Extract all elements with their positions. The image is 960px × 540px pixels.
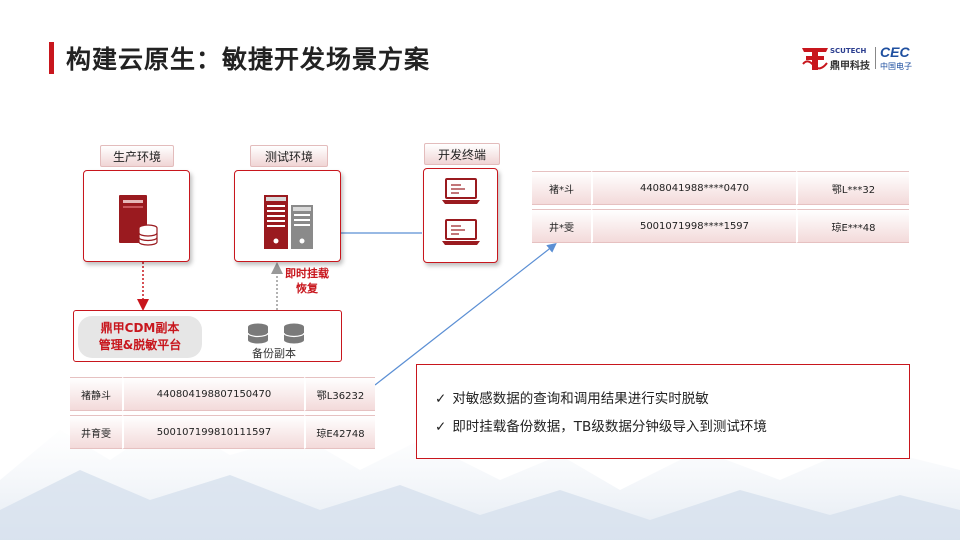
- cdm-label-line1: 鼎甲CDM副本: [100, 321, 180, 335]
- test-env-box: [234, 170, 341, 262]
- cdm-label-line2: 管理&脱敏平台: [98, 338, 182, 352]
- laptop-icon: [442, 219, 480, 245]
- table-cell: 井育雯: [70, 415, 122, 449]
- server-rack-icon: [264, 195, 313, 249]
- table-cell: 琼E***48: [796, 209, 909, 243]
- table-cell: 鄂L***32: [796, 171, 909, 205]
- test-env-label: 测试环境: [250, 145, 328, 167]
- brand-cn: 鼎甲科技: [830, 61, 870, 72]
- cdm-platform-label: 鼎甲CDM副本 管理&脱敏平台: [78, 316, 202, 358]
- raw-data-table: 褚静斗 440804198807150470 鄂L36232 井育雯 50010…: [70, 373, 375, 453]
- feature-bullet-text: 对敏感数据的查询和调用结果进行实时脱敏: [452, 391, 709, 407]
- table-cell: 440804198807150470: [122, 377, 304, 411]
- table-cell: 井*雯: [532, 209, 591, 243]
- mountain-background: [0, 420, 960, 540]
- page-title: 构建云原生：敏捷开发场景方案: [66, 45, 431, 74]
- partner-en: CEC: [880, 44, 910, 60]
- checkmark-icon: ✓: [435, 391, 447, 407]
- dev-env-box: [423, 168, 498, 263]
- table-cell: 鄂L36232: [304, 377, 375, 411]
- brand-en: SCUTECH: [830, 47, 867, 55]
- laptop-icon: [442, 178, 480, 204]
- logo-divider: [875, 47, 876, 69]
- backup-copy-label: 备份副本: [252, 347, 296, 360]
- feature-bullet: ✓ 对敏感数据的查询和调用结果进行实时脱敏: [435, 385, 909, 413]
- instant-mount-label: 即时挂载 恢复: [285, 266, 329, 296]
- logo: SCUTECH 鼎甲科技 CEC 中国电子: [800, 44, 920, 74]
- server-database-icon: [119, 195, 158, 246]
- feature-bullets-box: ✓ 对敏感数据的查询和调用结果进行实时脱敏 ✓ 即时挂载备份数据，TB级数据分钟级导…: [416, 364, 910, 459]
- table-cell: 500107199810111597: [122, 415, 304, 449]
- table-row: 褚静斗 440804198807150470 鄂L36232: [70, 377, 375, 411]
- partner-cn: 中国电子: [880, 62, 912, 71]
- table-cell: 4408041988****0470: [591, 171, 796, 205]
- table-row: 井育雯 500107199810111597 琼E42748: [70, 415, 375, 449]
- scutech-logo-icon: [802, 48, 828, 70]
- database-icon: [283, 323, 305, 344]
- table-cell: 5001071998****1597: [591, 209, 796, 243]
- masked-data-table: 褚*斗 4408041988****0470 鄂L***32 井*雯 50010…: [532, 167, 909, 247]
- table-row: 井*雯 5001071998****1597 琼E***48: [532, 209, 909, 243]
- table-cell: 琼E42748: [304, 415, 375, 449]
- production-env-box: [83, 170, 190, 262]
- feature-bullet-text: 即时挂载备份数据，TB级数据分钟级导入到测试环境: [452, 419, 767, 435]
- database-icon: [247, 323, 269, 344]
- dev-env-label: 开发终端: [424, 143, 500, 165]
- title-accent-bar: [49, 42, 54, 74]
- raw-to-masked-arrow: [374, 243, 557, 386]
- instant-mount-line2: 恢复: [296, 282, 318, 295]
- checkmark-icon: ✓: [435, 419, 447, 435]
- instant-mount-line1: 即时挂载: [285, 267, 329, 280]
- feature-bullet: ✓ 即时挂载备份数据，TB级数据分钟级导入到测试环境: [435, 413, 909, 441]
- table-cell: 褚静斗: [70, 377, 122, 411]
- cdm-platform-box: 鼎甲CDM副本 管理&脱敏平台 备份副本: [73, 310, 342, 362]
- table-cell: 褚*斗: [532, 171, 591, 205]
- table-row: 褚*斗 4408041988****0470 鄂L***32: [532, 171, 909, 205]
- production-env-label: 生产环境: [100, 145, 174, 167]
